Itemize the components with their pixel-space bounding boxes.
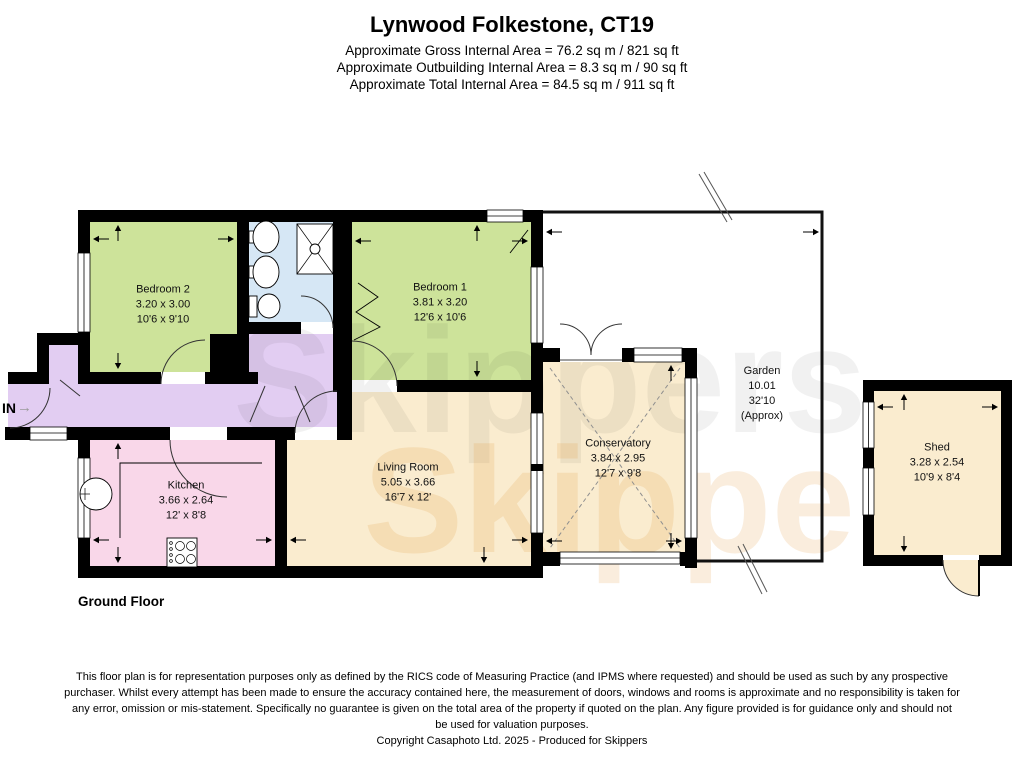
bedroom1-wardrobe-recess [353, 282, 381, 341]
disclaimer-line: any error, omission or mis-statement. Sp… [72, 703, 952, 715]
hall-cupboard-area [249, 334, 333, 384]
garden-boundary [543, 171, 824, 595]
basin-icon [248, 255, 280, 289]
hob-icon [166, 537, 198, 568]
shed-structure [862, 380, 1012, 597]
cupboard-door-left [249, 385, 266, 423]
conservatory-french-door-left [559, 323, 592, 356]
copyright-line: Copyright Casaphoto Ltd. 2025 - Produced… [376, 735, 648, 747]
bathroom-door-swing [300, 295, 334, 329]
closet-door [59, 379, 81, 397]
kitchen-fixtures [79, 462, 262, 568]
cupboard-door-right [294, 385, 311, 423]
kitchen-door-swing [169, 439, 228, 498]
living-room-upper-area [352, 392, 531, 440]
shed-area [874, 391, 1001, 555]
shed-door-swing [942, 559, 980, 597]
vestibule-window [29, 426, 68, 441]
bedroom1-area [352, 222, 531, 380]
living-room-area [287, 440, 531, 566]
entry-door-swing [9, 387, 51, 429]
outbuilding-area-line: Approximate Outbuilding Internal Area = … [336, 60, 688, 75]
shed-door-sector [943, 560, 979, 596]
hallway-area [90, 384, 337, 427]
entry-vestibule-area [8, 384, 90, 427]
walls [5, 210, 697, 578]
page-title: Lynwood Folkestone, CT19 [370, 12, 654, 37]
disclaimer: This floor plan is for representation pu… [0, 669, 1024, 749]
gross-area-line: Approximate Gross Internal Area = 76.2 s… [345, 43, 679, 58]
header: Lynwood Folkestone, CT19 Approximate Gro… [0, 12, 1024, 93]
boundary-break-bottom [737, 543, 768, 595]
bathroom-fixtures [248, 220, 334, 319]
doors [9, 282, 623, 498]
bedroom2-door-swing [160, 339, 206, 385]
living-room-door-swing [294, 390, 338, 434]
bedroom1-door-swing [351, 340, 398, 387]
conservatory-roof-lines [549, 367, 681, 549]
disclaimer-line: This floor plan is for representation pu… [76, 671, 948, 683]
conservatory-french-door-right [590, 323, 623, 356]
disclaimer-line: be used for valuation purposes. [435, 719, 589, 731]
shower-icon [296, 223, 334, 275]
boundary-break-top [698, 171, 733, 223]
disclaimer-line: purchaser. Whilst every attempt has been… [64, 687, 960, 699]
sink-icon [79, 477, 113, 511]
kitchen-counter-line [119, 462, 262, 538]
total-area-line: Approximate Total Internal Area = 84.5 s… [349, 77, 675, 92]
basin-icon [248, 220, 280, 254]
toilet-icon [248, 293, 281, 319]
